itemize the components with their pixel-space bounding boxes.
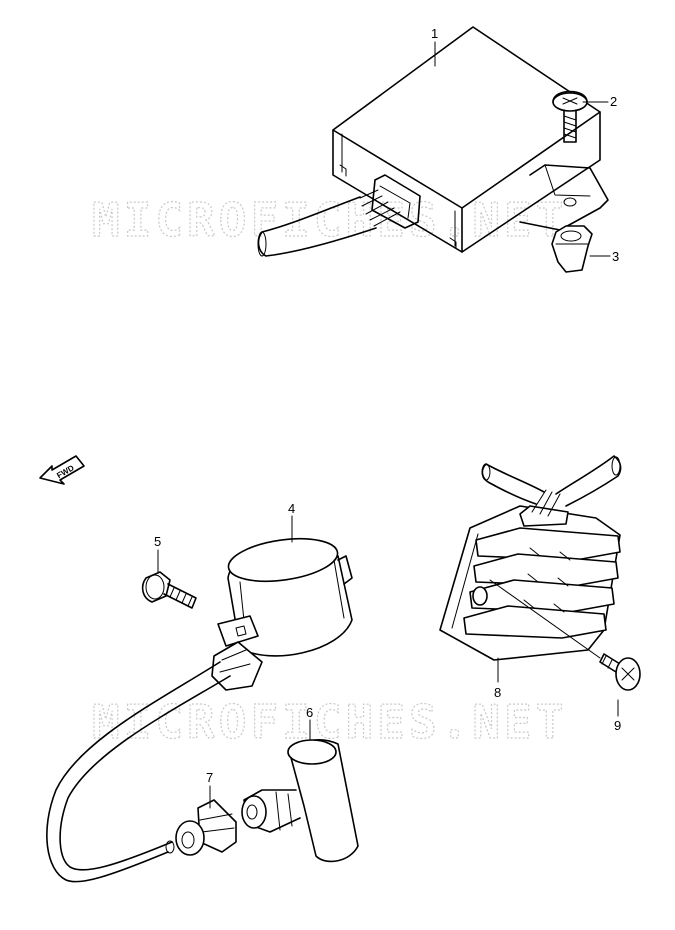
leader-lines bbox=[157, 41, 619, 809]
fwd-direction-indicator: FWD bbox=[39, 455, 85, 485]
regulator-screw bbox=[599, 653, 641, 691]
callout-6: 6 bbox=[306, 705, 313, 720]
callout-4: 4 bbox=[288, 501, 295, 516]
spark-plug-cap bbox=[241, 739, 359, 863]
callout-3: 3 bbox=[612, 249, 619, 264]
callout-5: 5 bbox=[154, 534, 161, 549]
callout-9: 9 bbox=[614, 718, 621, 733]
regulator-rectifier bbox=[439, 455, 622, 661]
ignition-coil bbox=[211, 537, 353, 691]
callout-1: 1 bbox=[431, 26, 438, 41]
coil-bolt bbox=[141, 571, 197, 609]
ht-lead bbox=[46, 661, 231, 883]
callout-2: 2 bbox=[610, 94, 617, 109]
ecu-nut bbox=[551, 225, 593, 273]
callout-8: 8 bbox=[494, 685, 501, 700]
callout-7: 7 bbox=[206, 770, 213, 785]
ecu-screw bbox=[552, 90, 588, 143]
ecu-unit bbox=[257, 26, 609, 257]
cap-seal bbox=[175, 799, 237, 856]
watermark-top: MICROFICHES.NET bbox=[92, 193, 567, 247]
